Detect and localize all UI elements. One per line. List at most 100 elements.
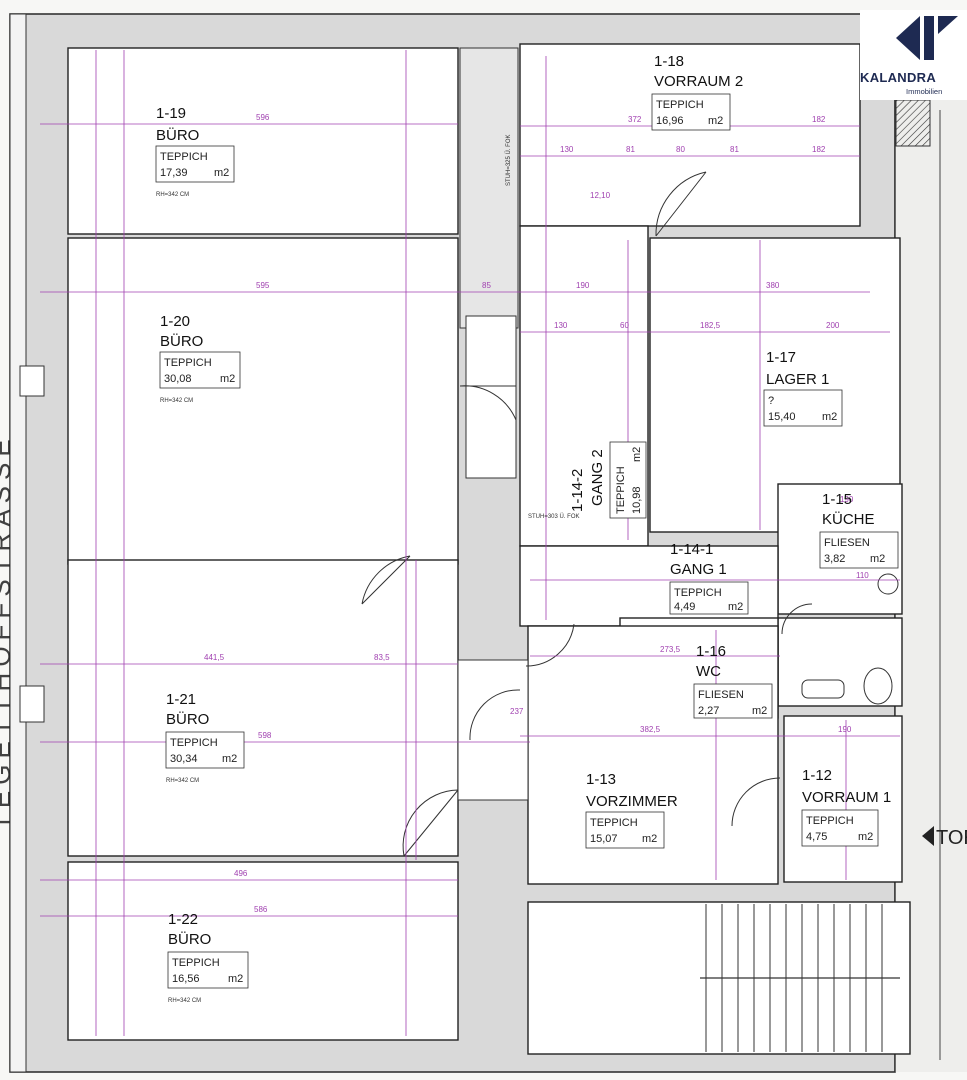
room-name: VORRAUM 1 <box>802 789 891 806</box>
ceiling-height-note: STUH=325 Ü. FOK <box>505 134 512 186</box>
door-1-20 <box>459 385 517 421</box>
area-unit: m2 <box>642 833 657 845</box>
dim-label: 81 <box>626 145 635 154</box>
room-id: 1-14-1 <box>670 541 713 558</box>
floor-type: TEPPICH <box>170 737 218 749</box>
door-1-12 <box>731 777 781 827</box>
room-info-box <box>609 441 647 519</box>
dim-label: 382,5 <box>640 725 661 734</box>
room-1-12 <box>783 715 903 883</box>
room-id: 1-20 <box>160 313 190 330</box>
room-id: 1-22 <box>168 911 198 928</box>
dim-label: 595 <box>256 281 270 290</box>
area-unit: m2 <box>870 553 885 565</box>
room-label-1-14-2: 1-14-2 GANG 2 TEPPICH 10,98 m2 <box>569 441 647 519</box>
floor-type: TEPPICH <box>590 817 638 829</box>
room-id: 1-19 <box>156 105 186 122</box>
room-area: 3,82 <box>824 553 845 565</box>
toilet-icon <box>863 667 893 705</box>
room-area: 15,07 <box>590 833 618 845</box>
room-name: VORRAUM 2 <box>654 73 743 90</box>
door-1-13 <box>525 623 575 667</box>
room-area: 15,40 <box>768 411 796 423</box>
room-info-box <box>167 951 249 989</box>
room-area: 4,49 <box>674 601 695 613</box>
room-id: 1-15 <box>822 491 852 508</box>
room-1-21 <box>67 559 459 857</box>
dim-label: 372 <box>628 115 642 124</box>
dim-label: 182 <box>812 145 826 154</box>
room-label-1-22: 1-22 BÜRO TEPPICH 16,56 m2 RH=342 CM <box>167 911 249 1004</box>
room-height: RH=342 CM <box>160 398 193 404</box>
area-unit: m2 <box>631 447 643 462</box>
logo-mark-right <box>938 16 958 34</box>
dim-label: 60 <box>620 321 629 330</box>
room-id: 1-21 <box>166 691 196 708</box>
dim-label: 441,5 <box>204 653 225 662</box>
room-name: LAGER 1 <box>766 371 829 388</box>
floor-type: ? <box>768 395 774 407</box>
arrow-left-icon <box>922 826 934 846</box>
room-label-1-13: 1-13 VORZIMMER TEPPICH 15,07 m2 <box>585 771 678 849</box>
dim-label: 85 <box>482 281 491 290</box>
room-area: 30,34 <box>170 753 198 765</box>
room-area: 16,96 <box>656 115 684 127</box>
room-name: VORZIMMER <box>586 793 678 810</box>
room-info-box <box>651 93 731 131</box>
room-id: 1-16 <box>696 643 726 660</box>
dim-label: 200 <box>826 321 840 330</box>
dim-label: 380 <box>766 281 780 290</box>
area-unit: m2 <box>858 831 873 843</box>
window-pier <box>19 685 45 723</box>
room-area: 10,98 <box>631 486 643 514</box>
room-area: 4,75 <box>806 831 827 843</box>
room-1-18 <box>519 43 861 227</box>
door-1-16 <box>781 603 813 635</box>
dim-label: 237 <box>510 707 524 716</box>
room-id: 1-13 <box>586 771 616 788</box>
door-corridor <box>469 689 521 741</box>
street-label: TEGETTHOFFSTRASSE <box>0 433 16 830</box>
room-name: BÜRO <box>166 710 209 728</box>
dim-label: 190 <box>838 725 852 734</box>
room-area: 17,39 <box>160 167 188 179</box>
room-name: BÜRO <box>156 126 199 144</box>
door-1-20-b <box>361 555 411 605</box>
room-label-1-12: 1-12 VORRAUM 1 TEPPICH 4,75 m2 <box>801 767 891 847</box>
room-1-19 <box>67 47 459 235</box>
floor-type: TEPPICH <box>164 357 212 369</box>
room-label-1-19: 1-19 BÜRO TEPPICH 17,39 m2 RH=342 CM <box>155 105 235 198</box>
floor-type: TEPPICH <box>172 957 220 969</box>
hatched-column <box>895 99 931 147</box>
dim-label: 83,5 <box>374 653 390 662</box>
room-label-1-18: 1-18 VORRAUM 2 TEPPICH 16,96 m2 <box>651 53 743 131</box>
facade <box>9 13 27 1073</box>
room-info-box <box>819 531 899 569</box>
room-info-box <box>669 581 749 615</box>
floor-type: FLIESEN <box>824 537 870 549</box>
room-info-box <box>801 809 879 847</box>
dim-label: 12,10 <box>590 191 611 200</box>
shaft <box>459 47 519 329</box>
room-area: 30,08 <box>164 373 192 385</box>
dim-label: 586 <box>254 905 268 914</box>
area-unit: m2 <box>214 167 229 179</box>
dim-label: 273,5 <box>660 645 681 654</box>
room-info-box <box>693 683 773 719</box>
room-info-box <box>165 731 245 769</box>
dim-label: 130 <box>560 145 574 154</box>
dim-label: 130 <box>554 321 568 330</box>
room-info-box <box>155 145 235 183</box>
brand-logo: KALANDRA Immobilien <box>860 10 967 100</box>
neighbor-area <box>895 14 967 1072</box>
dim-label: 190 <box>840 495 854 504</box>
dim-label: 598 <box>258 731 272 740</box>
dim-label: 190 <box>576 281 590 290</box>
room-name: BÜRO <box>160 332 203 350</box>
dim-label: 496 <box>234 869 248 878</box>
room-id: 1-14-2 <box>569 469 586 512</box>
dim-label: 596 <box>256 113 270 122</box>
window-pier <box>19 365 45 397</box>
area-unit: m2 <box>220 373 235 385</box>
room-info-box <box>763 389 843 427</box>
